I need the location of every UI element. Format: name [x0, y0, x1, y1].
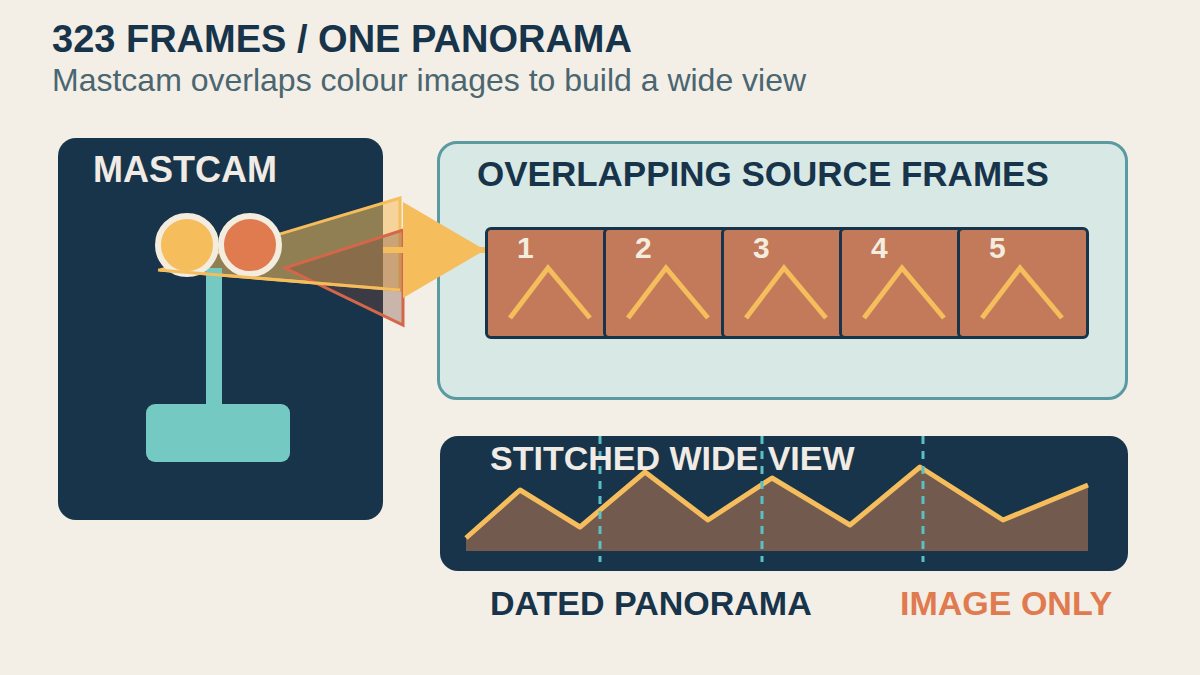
panorama-panel: STITCHED WIDE VIEW — [440, 436, 1128, 571]
source-frame: 1 — [485, 227, 617, 339]
frames-panel: OVERLAPPING SOURCE FRAMES 1 2 3 4 5 — [437, 141, 1128, 400]
source-frame: 4 — [839, 227, 971, 339]
node-label: 1 — [517, 233, 534, 263]
status-label: DATED PANORAMA — [490, 586, 812, 620]
node-label: 4 — [871, 233, 888, 263]
node-label: 3 — [753, 233, 770, 263]
subtitle: Mastcam overlaps colour images to build … — [52, 64, 806, 96]
status-label: IMAGE ONLY — [900, 586, 1112, 620]
diagram-title: 323 FRAMES / ONE PANORAMA — [52, 20, 632, 58]
node-label: STITCHED WIDE VIEW — [490, 441, 855, 475]
node-label: MASTCAM — [93, 152, 277, 188]
node-label: OVERLAPPING SOURCE FRAMES — [477, 156, 1049, 191]
source-frame: 5 — [957, 227, 1089, 339]
node-label: 2 — [635, 233, 652, 263]
source-frame: 3 — [721, 227, 853, 339]
node-label: 5 — [989, 233, 1006, 263]
source-frame: 2 — [603, 227, 735, 339]
instrument-panel: MASTCAM — [58, 138, 383, 520]
